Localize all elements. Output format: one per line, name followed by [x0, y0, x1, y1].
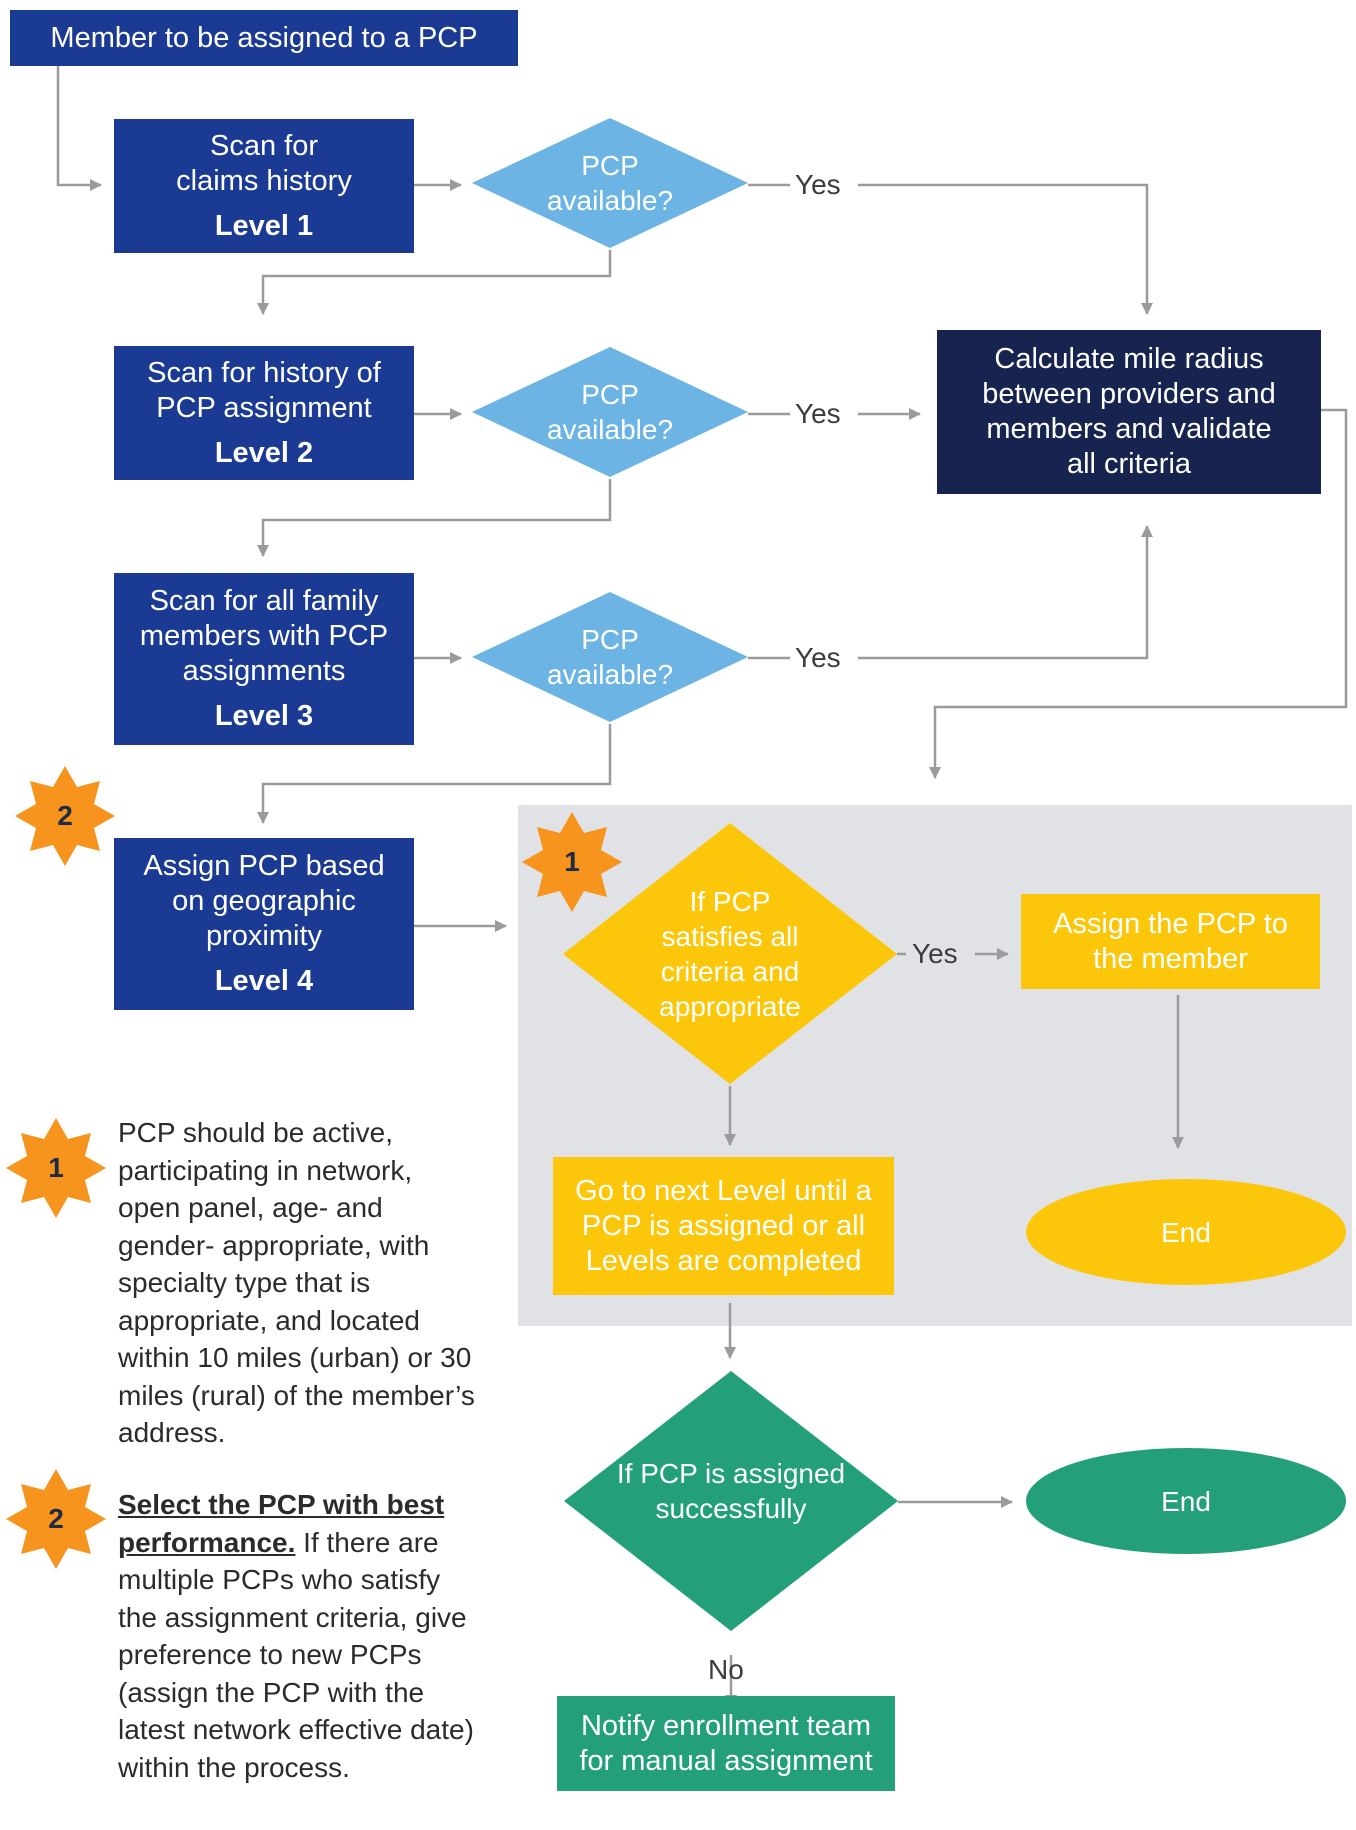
badge-number: 2	[57, 800, 73, 831]
pcp-available-diamond-2	[472, 347, 748, 477]
level-3-line: Scan for all family	[149, 585, 379, 617]
start-box: Member to be assigned to a PCP	[10, 10, 518, 66]
level-2-box: Scan for history of PCP assignment Level…	[114, 346, 414, 480]
calculate-line: between providers and	[982, 378, 1276, 410]
connector	[257, 724, 612, 824]
badge-star-1-note	[6, 1118, 106, 1218]
start-label: Member to be assigned to a PCP	[50, 21, 478, 54]
level-4-line: on geographic	[172, 885, 356, 917]
calculate-radius-box: Calculate mile radius between providers …	[937, 330, 1321, 494]
level-3-label: Level 3	[214, 700, 314, 732]
notify-line: for manual assignment	[579, 1744, 873, 1777]
level-1-box: Scan for claims history Level 1	[114, 119, 414, 253]
badge-star-2-top	[15, 766, 115, 866]
next-level-line: Go to next Level until a	[575, 1174, 872, 1207]
yes-label: Yes	[795, 398, 841, 429]
assign-member-line: the member	[1093, 942, 1248, 975]
next-level-line: PCP is assigned or all	[581, 1209, 866, 1242]
note-2-text: Select the PCP with best performance. If…	[118, 1486, 478, 1786]
pcp-available-diamond-3	[472, 592, 748, 722]
connector	[858, 525, 1153, 660]
badge-number: 2	[48, 1503, 64, 1534]
criteria-text: If PCP satisfies all criteria and approp…	[659, 886, 801, 1022]
end-ellipse-green	[1026, 1448, 1346, 1554]
level-2-label: Level 2	[214, 436, 314, 469]
level-3-box: Scan for all family members with PCP ass…	[114, 573, 414, 745]
level-1-line: Scan for	[210, 129, 318, 162]
no-label: No	[708, 1654, 744, 1685]
pcp-available-diamond-1	[472, 118, 748, 248]
connector	[257, 479, 612, 557]
assigned-diamond	[564, 1371, 898, 1631]
note-1-text: PCP should be active, participating in n…	[118, 1117, 475, 1448]
calculate-line: all criteria	[1066, 448, 1192, 480]
criteria-diamond	[563, 823, 897, 1084]
note-2-rest: If there are multiple PCPs who satisfy t…	[118, 1526, 474, 1783]
level-2-line: Scan for history of	[147, 356, 381, 389]
badge-number: 1	[564, 846, 580, 877]
end-label-yellow: End	[1161, 1216, 1211, 1248]
end-ellipse-yellow	[1026, 1179, 1346, 1285]
level-1-label: Level 1	[214, 209, 314, 242]
assign-member-line: Assign the PCP to	[1053, 907, 1288, 940]
level-3-line: assignments	[182, 655, 346, 687]
badge-number: 1	[48, 1152, 64, 1183]
badge-star-2-note	[6, 1469, 106, 1569]
notify-line: Notify enrollment team	[580, 1709, 872, 1742]
level-1-line: claims history	[176, 164, 352, 197]
end-label-green: End	[1161, 1485, 1211, 1517]
next-level-box: Go to next Level until a PCP is assigned…	[553, 1157, 894, 1295]
level-4-box: Assign PCP based on geographic proximity…	[114, 838, 414, 1010]
calculate-line: Calculate mile radius	[994, 343, 1264, 375]
yes-label: Yes	[795, 169, 841, 200]
level-4-label: Level 4	[214, 965, 314, 997]
note-2-bold: Select the PCP with best performance.	[118, 1489, 445, 1558]
level-4-line: proximity	[205, 920, 322, 952]
connector	[929, 408, 1348, 779]
connector	[858, 183, 1153, 315]
yes-label: Yes	[912, 938, 958, 969]
badge-star-1-panel	[522, 812, 622, 912]
assign-member-box: Assign the PCP to the member	[1021, 894, 1320, 989]
level-2-line: PCP assignment	[156, 391, 372, 424]
connector	[257, 250, 612, 315]
next-level-line: Levels are completed	[585, 1244, 862, 1277]
notify-box: Notify enrollment team for manual assign…	[557, 1696, 895, 1791]
connector	[56, 66, 102, 191]
level-4-line: Assign PCP based	[143, 850, 385, 882]
calculate-line: members and validate	[986, 413, 1272, 445]
level-3-line: members with PCP	[139, 620, 389, 652]
yes-label: Yes	[795, 642, 841, 673]
